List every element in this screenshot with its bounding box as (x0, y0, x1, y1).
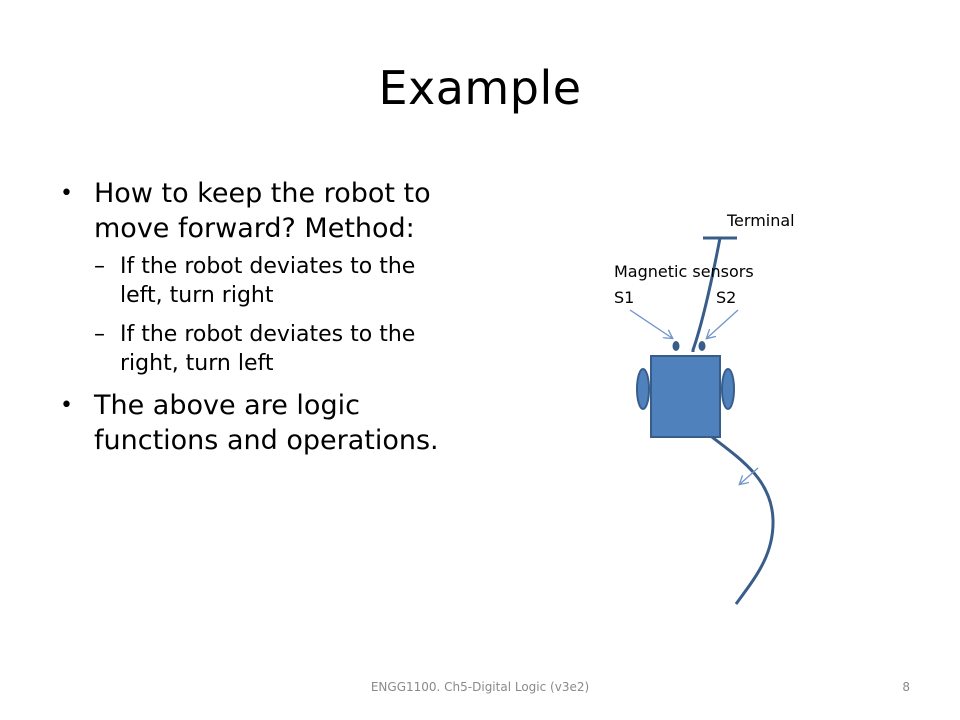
bullet-marker: • (60, 393, 73, 418)
sensors-label: Magnetic sensors (614, 262, 754, 281)
slide-title: Example (378, 61, 582, 115)
bullet-list: • How to keep the robot to move forward?… (60, 176, 440, 468)
right-wheel (721, 368, 735, 410)
sensor-s1 (672, 341, 680, 351)
sub-bullet-text: If the robot deviates to the left, turn … (120, 254, 416, 308)
arrow-s2 (707, 309, 739, 338)
bullet-text: How to keep the robot to move forward? M… (94, 178, 431, 244)
left-wheel (636, 368, 650, 410)
bullet-marker: • (60, 181, 73, 206)
sensor-s2 (698, 341, 706, 351)
s1-label: S1 (614, 288, 634, 307)
sub-bullet-item: – If the robot deviates to the left, tur… (94, 252, 440, 310)
bullet-item: • How to keep the robot to move forward?… (60, 176, 440, 378)
sub-bullet-list: – If the robot deviates to the left, tur… (94, 252, 440, 378)
sub-bullet-item: – If the robot deviates to the right, tu… (94, 320, 440, 378)
arrow-track (740, 467, 759, 484)
track-line (691, 237, 722, 352)
sub-bullet-marker: – (94, 322, 105, 347)
robot-body (650, 355, 721, 438)
sub-bullet-text: If the robot deviates to the right, turn… (120, 322, 416, 376)
footer-text: ENGG1100. Ch5-Digital Logic (v3e2) (370, 680, 590, 694)
sub-bullet-marker: – (94, 254, 105, 279)
page-number: 8 (902, 680, 910, 694)
bullet-item: • The above are logic functions and oper… (60, 388, 440, 458)
terminal-label: Terminal (726, 211, 795, 230)
bullet-text: The above are logic functions and operat… (94, 390, 439, 456)
track-line-lower (711, 435, 775, 605)
s2-label: S2 (716, 288, 736, 307)
arrow-s1 (629, 309, 672, 338)
